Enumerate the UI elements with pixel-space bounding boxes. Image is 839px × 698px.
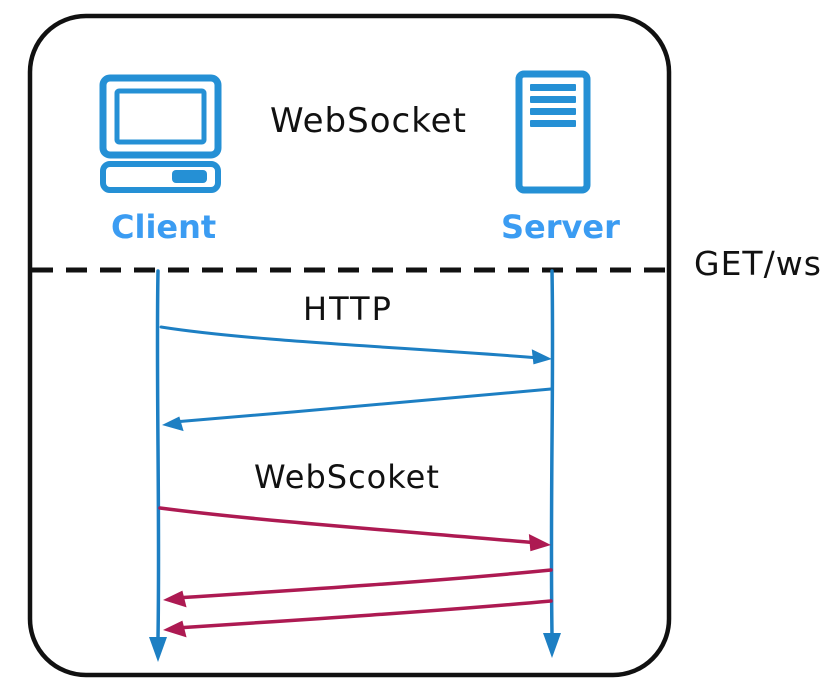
diagram-border	[27, 13, 672, 678]
http-phase-label: HTTP	[303, 290, 393, 328]
http-response-arrow	[162, 387, 553, 432]
diagram-title: WebSocket	[270, 101, 467, 141]
client-lifeline	[149, 269, 167, 662]
server-label: Server	[501, 208, 620, 246]
websocket-message-arrow-2	[163, 568, 553, 608]
computer-icon	[99, 74, 222, 193]
http-request-arrow	[159, 325, 552, 365]
websocket-message-arrow-3	[163, 599, 553, 638]
websocket-phase-label: WebScoket	[254, 458, 440, 496]
handshake-annotation: GET/ws	[694, 244, 822, 283]
server-icon	[515, 70, 591, 194]
client-label: Client	[111, 208, 217, 246]
server-lifeline	[543, 269, 561, 658]
websocket-message-arrow-1	[158, 506, 551, 552]
